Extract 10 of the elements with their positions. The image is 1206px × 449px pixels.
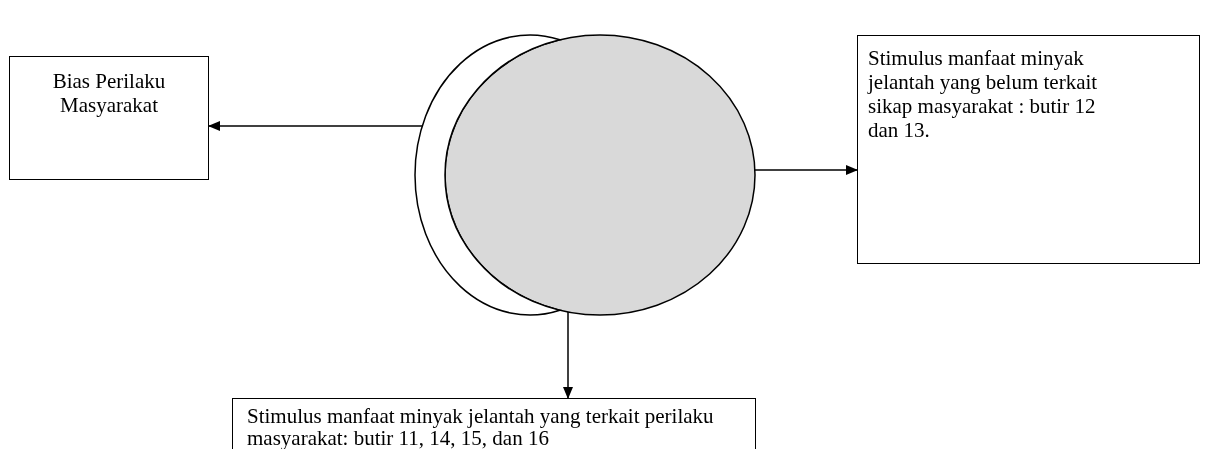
box-text: Stimulus manfaat minyak jelantah yang terkait perilaku masyarakat: butir 11, 14, 15, dan 16 — [247, 405, 715, 449]
arrow — [208, 121, 423, 131]
arrow — [754, 165, 858, 175]
box-text: Stimulus manfaat minyak jelantah yang belum terkait sikap masyarakat : butir 12 dan 13. — [868, 46, 1099, 142]
arrow — [563, 311, 573, 399]
text-box — [232, 398, 756, 449]
text-box — [857, 35, 1200, 264]
circle-shape — [444, 34, 756, 316]
text-box — [9, 56, 209, 180]
box-text: Bias Perilaku Masyarakat — [51, 69, 167, 117]
